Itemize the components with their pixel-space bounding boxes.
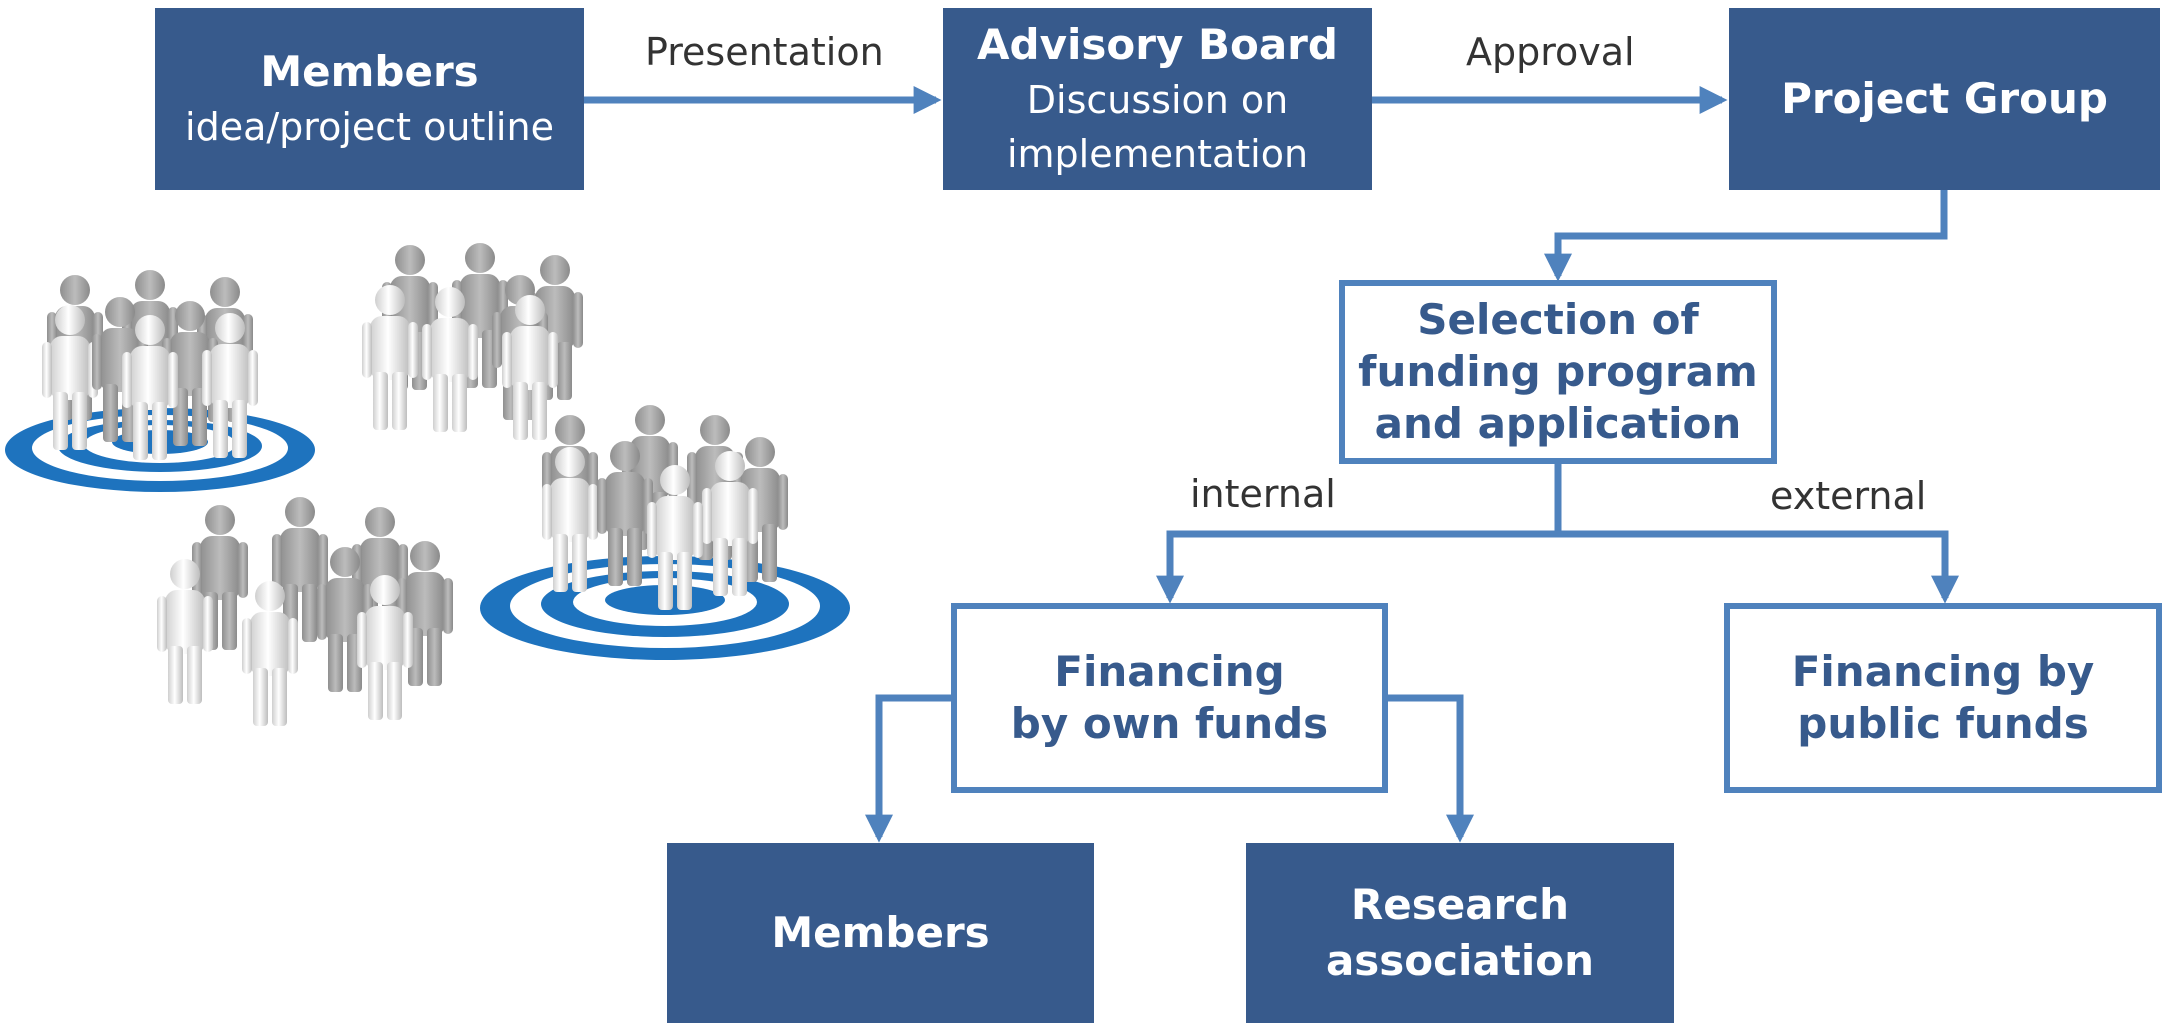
node-members-idea: Members idea/project outline	[155, 8, 584, 190]
arrow-to-members	[865, 694, 954, 843]
node-members-idea-title: Members	[260, 47, 479, 96]
node-own-funds-line2: by own funds	[1010, 699, 1329, 748]
node-advisory-board: Advisory Board Discussion on implementat…	[943, 8, 1372, 190]
node-research-association: Research association	[1246, 843, 1674, 1023]
arrow-internal	[1156, 462, 1562, 604]
approval-label: Approval	[1466, 30, 1635, 74]
internal-label: internal	[1190, 472, 1336, 516]
node-project-group: Project Group	[1729, 8, 2160, 190]
node-advisory-board-line2: implementation	[1006, 132, 1309, 176]
node-public-funds-line1: Financing by	[1791, 647, 2095, 696]
node-research-line2: association	[1325, 936, 1595, 985]
node-selection-funding: Selection of funding program and applica…	[1339, 280, 1777, 464]
node-research-line1: Research	[1350, 880, 1570, 929]
arrow-external	[1558, 530, 1959, 604]
arrow-to-research	[1385, 694, 1474, 843]
node-members-bottom-title: Members	[771, 908, 990, 957]
node-advisory-board-title: Advisory Board	[977, 20, 1338, 69]
node-selection-line3: and application	[1374, 399, 1742, 448]
arrow-project-to-selection	[1544, 190, 1948, 282]
node-project-group-title: Project Group	[1781, 74, 2108, 123]
node-selection-line1: Selection of	[1417, 295, 1699, 344]
node-financing-public-funds: Financing by public funds	[1724, 603, 2162, 793]
node-members-idea-subtitle: idea/project outline	[185, 105, 554, 149]
node-own-funds-line1: Financing	[1054, 647, 1285, 696]
node-members-bottom: Members	[667, 843, 1094, 1023]
node-selection-line2: funding program	[1358, 347, 1758, 396]
presentation-label: Presentation	[645, 30, 884, 74]
node-advisory-board-line1: Discussion on	[1026, 78, 1289, 122]
node-financing-own-funds: Financing by own funds	[951, 603, 1388, 793]
node-public-funds-line2: public funds	[1797, 699, 2089, 748]
people-groups-illustration	[5, 243, 850, 726]
external-label: external	[1770, 474, 1927, 518]
